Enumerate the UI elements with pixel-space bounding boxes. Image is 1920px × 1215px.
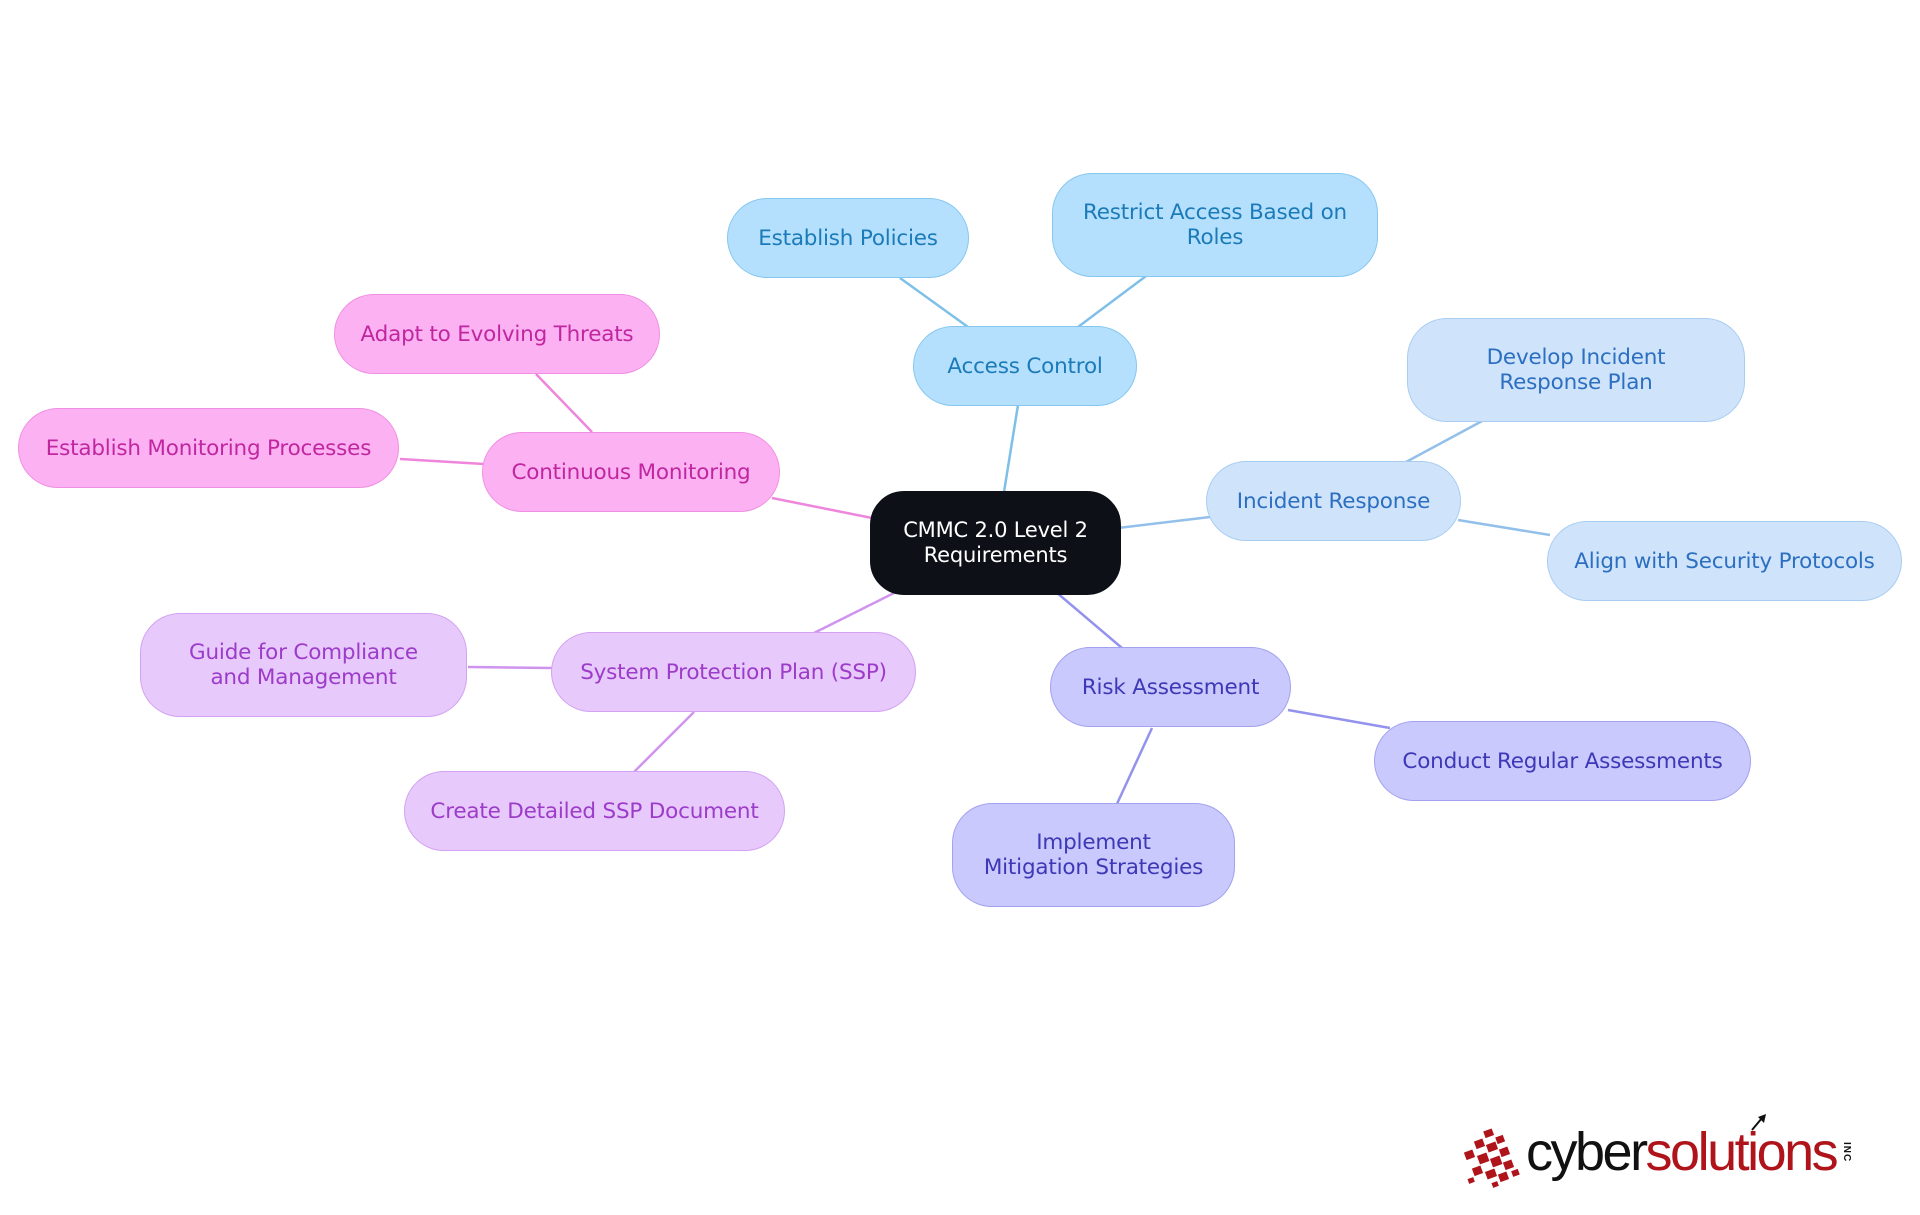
connector-access-roles (1077, 275, 1147, 328)
connector-incident-plan (1405, 418, 1485, 464)
leaf-establish-monitoring: Establish Monitoring Processes (18, 408, 399, 488)
logo-word-red: solutions (1645, 1122, 1839, 1182)
connector-access-policies (899, 276, 969, 329)
leaf-establish-monitoring-label: Establish Monitoring Processes (45, 435, 372, 461)
connector-risk-mitigation (1114, 727, 1154, 807)
leaf-align-security-protocols: Align with Security Protocols (1547, 521, 1902, 601)
branch-risk-assessment: Risk Assessment (1050, 647, 1291, 727)
connector-monitoring-processes (399, 457, 485, 466)
branch-access-control: Access Control (913, 326, 1137, 406)
root-node: CMMC 2.0 Level 2 Requirements (870, 491, 1121, 595)
connector-root-ssp (813, 590, 897, 635)
leaf-develop-incident-plan: Develop Incident Response Plan (1407, 318, 1745, 422)
connector-root-risk (1055, 591, 1123, 649)
leaf-guide-compliance: Guide for Compliance and Management (140, 613, 467, 717)
branch-incident-response: Incident Response (1206, 461, 1461, 541)
connector-risk-assessments (1287, 708, 1391, 730)
leaf-restrict-access-label: Restrict Access Based on Roles (1083, 200, 1347, 250)
branch-continuous-monitoring-label: Continuous Monitoring (511, 459, 751, 485)
logo-wordmark: cybersolutions (1526, 1122, 1839, 1182)
leaf-guide-compliance-label: Guide for Compliance and Management (189, 640, 418, 690)
connector-ssp-guide (467, 665, 553, 670)
leaf-implement-mitigation-label: Implement Mitigation Strategies (983, 830, 1204, 880)
connector-ssp-document (633, 711, 695, 773)
branch-access-control-label: Access Control (947, 353, 1103, 379)
leaf-conduct-assessments: Conduct Regular Assessments (1374, 721, 1751, 801)
branch-incident-response-label: Incident Response (1236, 488, 1431, 514)
leaf-develop-incident-plan-label: Develop Incident Response Plan (1486, 345, 1666, 395)
leaf-adapt-threats-label: Adapt to Evolving Threats (360, 321, 634, 347)
connector-root-access (1002, 404, 1020, 493)
leaf-implement-mitigation: Implement Mitigation Strategies (952, 803, 1235, 907)
leaf-restrict-access: Restrict Access Based on Roles (1052, 173, 1378, 277)
leaf-conduct-assessments-label: Conduct Regular Assessments (1402, 748, 1723, 774)
branch-system-protection-plan: System Protection Plan (SSP) (551, 632, 916, 712)
connector-root-incident (1117, 515, 1211, 530)
leaf-adapt-threats: Adapt to Evolving Threats (334, 294, 660, 374)
leaf-establish-policies: Establish Policies (727, 198, 969, 278)
leaf-create-ssp-document-label: Create Detailed SSP Document (430, 798, 759, 824)
leaf-create-ssp-document: Create Detailed SSP Document (404, 771, 785, 851)
arrow-icon (1751, 1114, 1766, 1131)
connector-incident-protocols (1457, 518, 1551, 537)
branch-continuous-monitoring: Continuous Monitoring (482, 432, 780, 512)
root-node-label: CMMC 2.0 Level 2 Requirements (903, 518, 1088, 567)
logo-word-dark: cyber (1526, 1122, 1648, 1182)
connector-monitoring-threats (535, 373, 593, 433)
logo-inc-suffix: INC (1841, 1142, 1852, 1163)
pixel-cluster-logo-icon (1463, 1128, 1520, 1188)
leaf-align-security-protocols-label: Align with Security Protocols (1574, 548, 1875, 574)
leaf-establish-policies-label: Establish Policies (758, 225, 938, 251)
branch-risk-assessment-label: Risk Assessment (1081, 674, 1260, 700)
cybersolutions-logo: cybersolutions INC (1462, 1114, 1882, 1194)
connector-root-monitoring (771, 496, 873, 520)
branch-system-protection-plan-label: System Protection Plan (SSP) (580, 659, 887, 685)
